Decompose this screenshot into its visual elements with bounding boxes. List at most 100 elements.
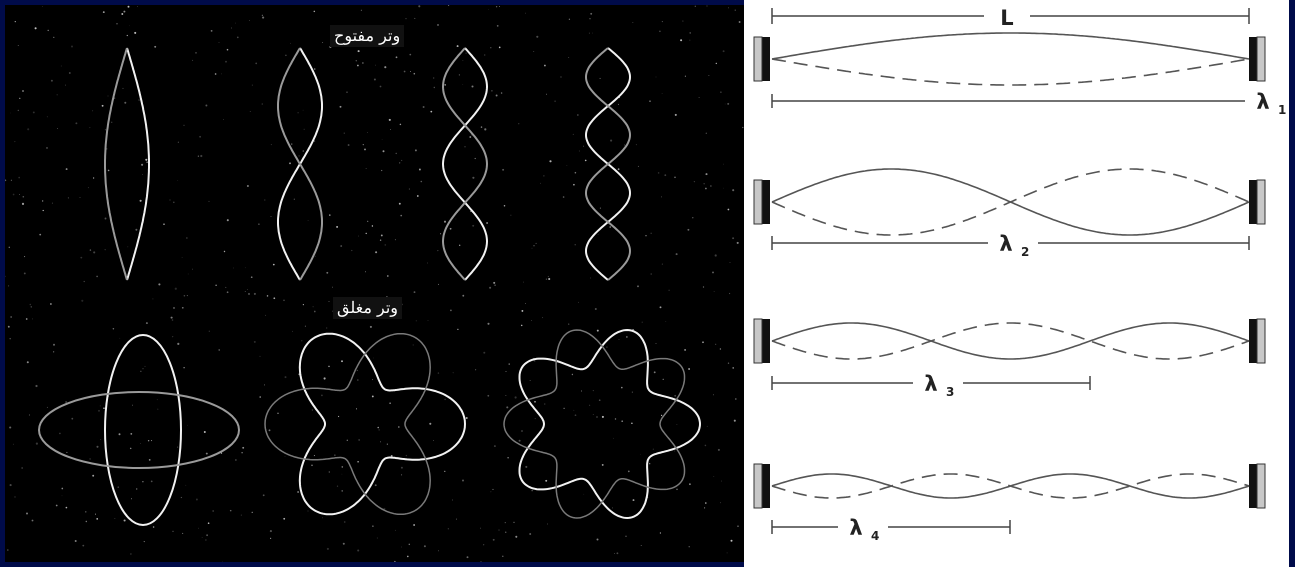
vibrating-strings-photo: وتر مفتوح وتر مغلق <box>5 5 744 562</box>
speckle <box>469 136 472 138</box>
speckle <box>298 155 300 157</box>
speckle <box>729 292 731 295</box>
closed-string-caption: وتر مغلق <box>333 297 403 319</box>
speckle <box>7 325 10 328</box>
speckle <box>313 140 316 142</box>
speckle <box>596 538 599 541</box>
speckle <box>412 344 414 346</box>
speckle <box>400 214 403 217</box>
speckle <box>342 542 345 545</box>
speckle <box>549 160 552 163</box>
speckle <box>496 25 499 27</box>
speckle <box>631 422 633 425</box>
speckle <box>265 314 267 316</box>
speckle <box>373 78 376 81</box>
speckle <box>65 506 68 509</box>
speckle <box>124 101 127 104</box>
speckle <box>25 318 28 320</box>
speckle <box>375 251 378 254</box>
speckle <box>12 193 15 196</box>
speckle <box>50 79 53 82</box>
speckle <box>101 104 104 107</box>
speckle <box>89 127 91 129</box>
speckle <box>277 412 279 414</box>
speckle <box>284 376 287 379</box>
speckle <box>285 54 287 57</box>
speckle <box>269 530 272 533</box>
speckle <box>706 5 708 7</box>
speckle <box>203 431 206 433</box>
speckle <box>471 85 474 88</box>
speckle <box>7 549 9 551</box>
speckle <box>182 532 184 534</box>
speckle <box>200 154 203 158</box>
speckle <box>358 439 360 441</box>
speckle <box>507 457 509 459</box>
speckle <box>398 202 401 205</box>
speckle <box>486 222 488 224</box>
speckle <box>357 50 360 53</box>
speckle <box>531 319 533 321</box>
speckle <box>665 321 667 322</box>
speckle <box>140 442 142 444</box>
speckle <box>206 534 209 537</box>
speckle <box>429 422 432 425</box>
speckle <box>710 185 712 187</box>
speckle <box>140 370 142 372</box>
speckle <box>42 209 44 212</box>
clamp-pad-right-3 <box>1256 318 1266 364</box>
speckle <box>540 182 542 184</box>
speckle <box>591 32 593 34</box>
speckle <box>583 493 585 495</box>
speckle <box>143 541 145 543</box>
speckle <box>94 513 97 515</box>
speckle <box>386 275 389 277</box>
speckle <box>114 97 116 99</box>
speckle <box>304 325 306 327</box>
speckle <box>640 545 642 546</box>
speckle <box>24 256 26 258</box>
closed-string-ellipse-horizontal <box>38 391 240 469</box>
speckle <box>226 219 229 222</box>
speckle <box>668 289 670 291</box>
speckle <box>415 320 417 322</box>
clamp-left-1 <box>762 37 770 81</box>
speckle <box>508 363 510 365</box>
speckle <box>536 35 539 38</box>
speckle <box>311 464 313 467</box>
speckle <box>127 5 130 8</box>
speckle <box>326 547 329 550</box>
speckle <box>42 200 44 202</box>
speckle <box>332 310 333 312</box>
speckle <box>641 321 643 323</box>
speckle <box>723 163 724 165</box>
speckle <box>472 224 475 227</box>
speckle <box>117 486 119 488</box>
speckle <box>242 446 245 449</box>
clamp-left-4 <box>762 464 770 508</box>
speckle <box>336 225 339 228</box>
clamp-pad-right-4 <box>1256 463 1266 509</box>
speckle <box>430 110 433 113</box>
speckle <box>437 24 439 26</box>
speckle <box>104 217 107 220</box>
speckle <box>255 62 258 65</box>
speckle <box>491 89 493 92</box>
speckle <box>495 94 498 97</box>
speckle <box>409 53 412 56</box>
speckle <box>554 100 556 103</box>
wavelength-label-1: λ <box>1256 90 1269 114</box>
speckle <box>158 283 161 286</box>
speckle <box>650 273 652 275</box>
speckle <box>734 398 737 400</box>
speckle <box>566 165 568 167</box>
speckle <box>489 286 492 289</box>
speckle <box>244 267 246 269</box>
speckle <box>154 45 157 48</box>
speckle <box>733 419 736 422</box>
speckle <box>233 267 234 269</box>
speckle <box>31 519 34 522</box>
speckle <box>440 233 442 235</box>
speckle <box>223 250 226 253</box>
speckle <box>215 284 217 286</box>
